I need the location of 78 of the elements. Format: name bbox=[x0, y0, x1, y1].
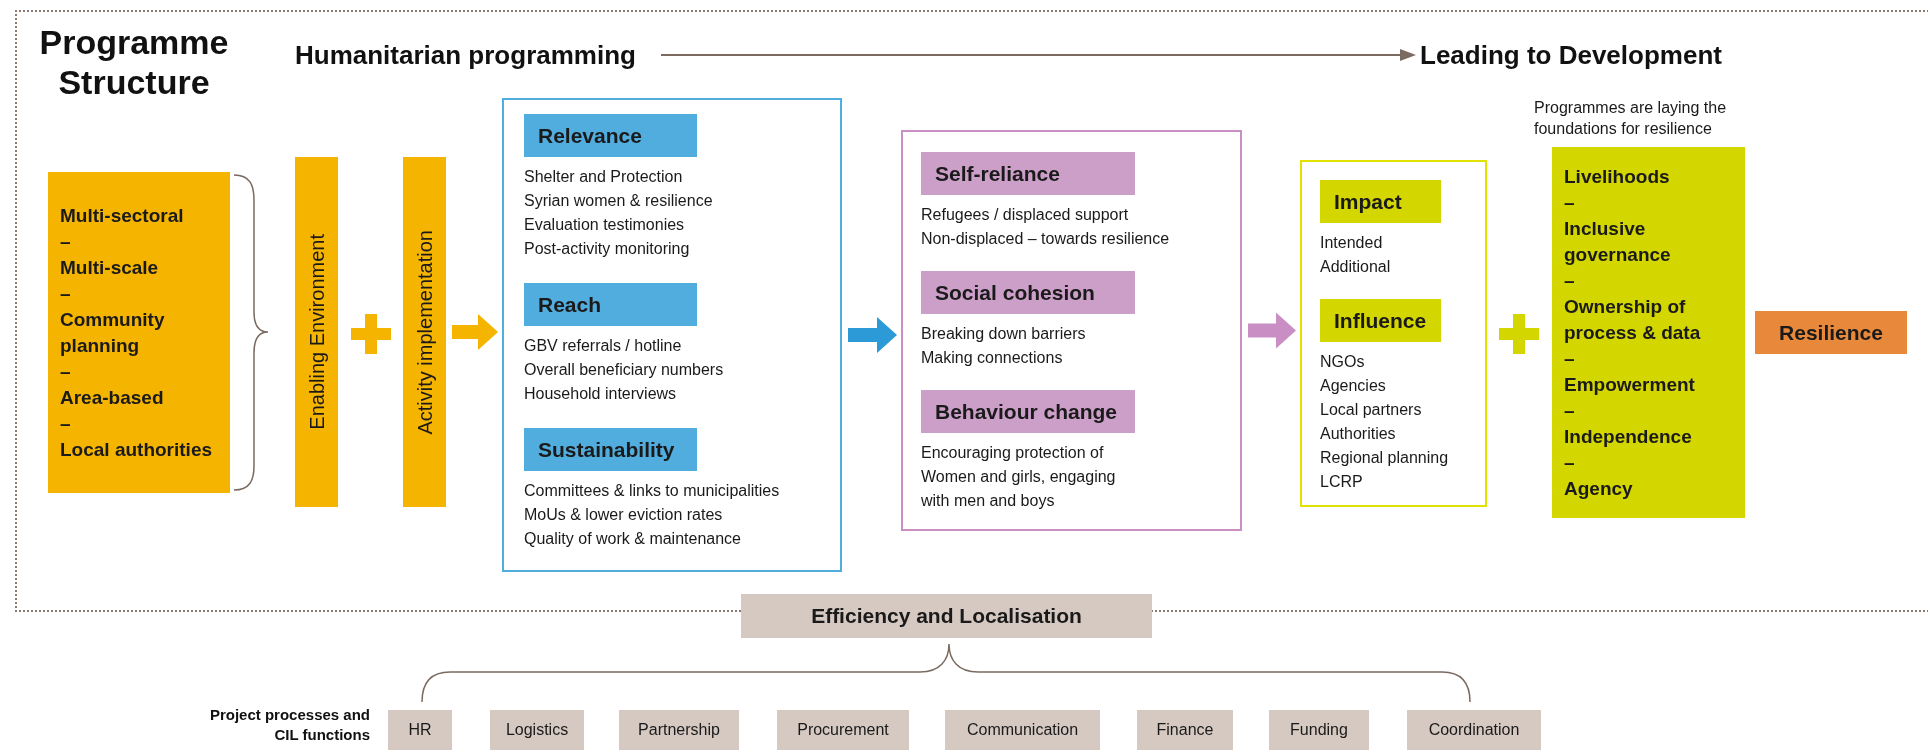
box-text: – bbox=[1564, 346, 1575, 371]
row-label: Project processes and CIL functions bbox=[208, 705, 370, 745]
box-text: Empowerment bbox=[1564, 372, 1695, 397]
vertical-bar: Activity implementation bbox=[403, 157, 446, 507]
list-item-text: Evaluation testimonies bbox=[524, 215, 685, 235]
section-heading: Social cohesion bbox=[921, 271, 1135, 314]
section-heading: Influence bbox=[1320, 299, 1441, 342]
function-box: Partnership bbox=[619, 710, 739, 750]
list-item-text: with men and boys bbox=[921, 491, 1055, 511]
list-item-text: Additional bbox=[1320, 257, 1391, 277]
section-heading: Sustainability bbox=[524, 428, 697, 471]
box-text: Multi-scale bbox=[60, 255, 159, 280]
function-box: Communication bbox=[945, 710, 1100, 750]
box-text: Multi-sectoral bbox=[60, 203, 184, 228]
section-heading: Impact bbox=[1320, 180, 1441, 223]
box-text: – bbox=[60, 281, 71, 306]
list-item-text: Overall beneficiary numbers bbox=[524, 360, 724, 380]
block-arrow bbox=[1248, 312, 1296, 349]
list-item-text: Women and girls, engaging bbox=[921, 467, 1116, 487]
box-text: Livelihoods bbox=[1564, 164, 1670, 189]
list-item-text: Encouraging protection of bbox=[921, 443, 1104, 463]
list-item-text: Regional planning bbox=[1320, 448, 1449, 468]
list-item-text: Authorities bbox=[1320, 424, 1396, 444]
function-box: Coordination bbox=[1407, 710, 1541, 750]
vertical-bar: Enabling Environment bbox=[295, 157, 338, 507]
box-text: – bbox=[1564, 190, 1575, 215]
box-text: – bbox=[60, 359, 71, 384]
box-text: Area-based bbox=[60, 385, 164, 410]
box-text: Independence bbox=[1564, 424, 1692, 449]
box-text: Community planning bbox=[60, 307, 166, 358]
function-box: Procurement bbox=[777, 710, 909, 750]
box-text: Inclusive governance bbox=[1564, 216, 1672, 267]
block-arrow bbox=[848, 317, 897, 353]
group-frame bbox=[502, 98, 842, 572]
section-heading: Relevance bbox=[524, 114, 697, 157]
list-item-text: Shelter and Protection bbox=[524, 167, 683, 187]
section-heading: Reach bbox=[524, 283, 697, 326]
heading-text: Leading to Development bbox=[1420, 38, 1722, 72]
list-item-text: Breaking down barriers bbox=[921, 324, 1086, 344]
function-box: Funding bbox=[1269, 710, 1369, 750]
list-item-text: Making connections bbox=[921, 348, 1063, 368]
section-heading: Self-reliance bbox=[921, 152, 1135, 195]
list-item-text: Local partners bbox=[1320, 400, 1422, 420]
box-text: – bbox=[1564, 268, 1575, 293]
title: Programme Structure bbox=[38, 22, 230, 102]
box-text: Local authorities bbox=[60, 437, 213, 462]
list-item-text: Post-activity monitoring bbox=[524, 239, 690, 259]
banner-box: Efficiency and Localisation bbox=[741, 594, 1152, 638]
list-item-text: Non-displaced – towards resilience bbox=[921, 229, 1170, 249]
box-text: – bbox=[1564, 450, 1575, 475]
list-box bbox=[48, 172, 230, 493]
function-box: Logistics bbox=[490, 710, 584, 750]
outcome-box: Resilience bbox=[1755, 311, 1907, 354]
list-item-text: Committees & links to municipalities bbox=[524, 481, 780, 501]
list-item-text: Agencies bbox=[1320, 376, 1386, 396]
box-text: Ownership of process & data bbox=[1564, 294, 1702, 345]
list-item-text: Household interviews bbox=[524, 384, 677, 404]
list-item-text: Intended bbox=[1320, 233, 1383, 253]
list-item-text: NGOs bbox=[1320, 352, 1365, 372]
list-item-text: MoUs & lower eviction rates bbox=[524, 505, 723, 525]
group-frame bbox=[1300, 160, 1487, 507]
heading-text: Humanitarian programming bbox=[295, 38, 636, 72]
group-frame bbox=[901, 130, 1242, 531]
function-box: Finance bbox=[1137, 710, 1233, 750]
caption-text: Programmes are laying the foundations for resilience bbox=[1534, 98, 1728, 139]
arrow bbox=[660, 49, 1416, 61]
list-item-text: LCRP bbox=[1320, 472, 1363, 492]
box-text: – bbox=[1564, 398, 1575, 423]
list-item-text: Quality of work & maintenance bbox=[524, 529, 741, 549]
list-item-text: Syrian women & resilience bbox=[524, 191, 713, 211]
block-arrow bbox=[452, 314, 498, 350]
list-item-text: GBV referrals / hotline bbox=[524, 336, 682, 356]
function-box: HR bbox=[388, 710, 452, 750]
section-heading: Behaviour change bbox=[921, 390, 1135, 433]
list-item-text: Refugees / displaced support bbox=[921, 205, 1129, 225]
box-text: Agency bbox=[1564, 476, 1633, 501]
box-text: – bbox=[60, 229, 71, 254]
box-text: – bbox=[60, 411, 71, 436]
